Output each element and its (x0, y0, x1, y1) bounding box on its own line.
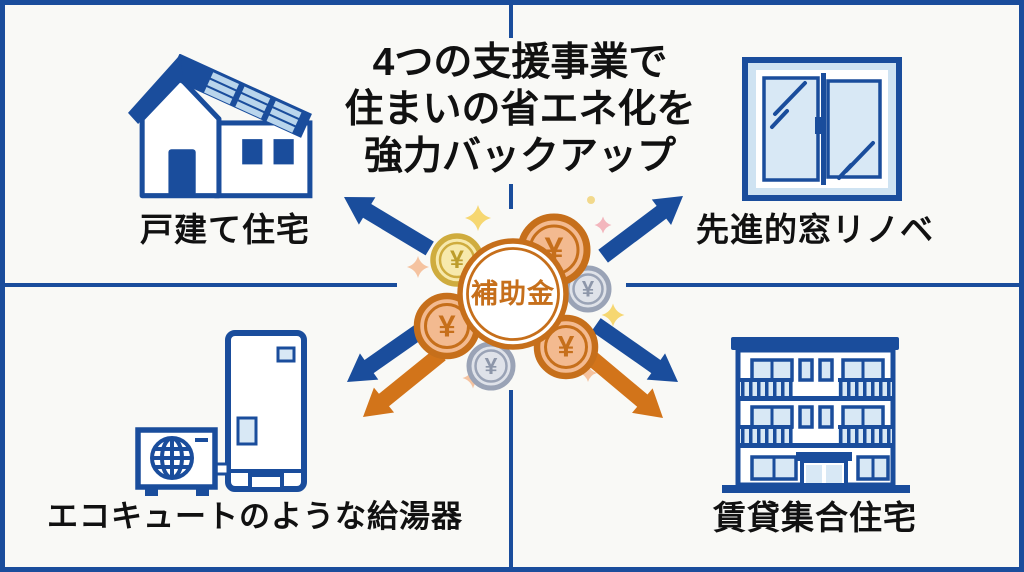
house-door (168, 149, 196, 196)
quadrant-top-right: 先進的窓リノベ (511, 0, 1024, 285)
label-window-renovation: 先進的窓リノベ (696, 211, 934, 248)
subsidy-coin-cluster: ¥ ¥ ¥ ¥ ¥ ¥ (407, 196, 625, 391)
window-handle (815, 117, 821, 134)
svg-text:¥: ¥ (438, 309, 456, 344)
arrow-bottom-left-blue-icon (347, 318, 434, 382)
building-floor-1 (736, 358, 895, 401)
house-with-solar-panels-icon (128, 54, 313, 199)
label-rental-housing: 賃貸集合住宅 (713, 499, 917, 536)
building-floor-2 (736, 405, 895, 448)
building-roof-cap (731, 337, 899, 350)
svg-text:¥: ¥ (582, 277, 595, 302)
quadrant-bottom-right: 賃貸集合住宅 (511, 285, 1024, 572)
arrow-bottom-left-orange-icon (363, 347, 446, 417)
entrance-canopy (796, 452, 852, 461)
arrow-top-left-icon (344, 197, 434, 256)
arrow-bottom-right-blue-icon (591, 318, 678, 382)
quadrant-bottom-left: エコキュートのような給湯器 (0, 285, 511, 572)
quadrant-top-left: 戸建て住宅 (0, 0, 511, 285)
yen-coin-silver-bottom-icon: ¥ (466, 341, 516, 391)
building-ground-floor (750, 452, 890, 487)
svg-text:¥: ¥ (450, 246, 464, 274)
arrow-top-right-icon (598, 196, 683, 263)
solar-roof (168, 54, 312, 138)
sliding-window-icon (742, 57, 902, 201)
apartment-building-icon (722, 337, 910, 493)
main-title: 4つの支援事業で 住まいの省エネ化を 強力バックアップ (320, 40, 720, 180)
svg-text:¥: ¥ (558, 331, 575, 364)
glass-shine-lines (770, 81, 875, 180)
house-window-2 (273, 139, 294, 165)
house-window-1 (242, 139, 263, 165)
title-line-1: 4つの支援事業で (372, 41, 668, 84)
title-line-3: 強力バックアップ (363, 134, 676, 178)
subsidy-badge-label: 補助金 (470, 278, 555, 309)
roof-left-slope (128, 54, 183, 124)
yen-coin-silver-right-icon: ¥ (564, 265, 612, 313)
title-line-2: 住まいの省エネ化を (344, 87, 696, 131)
heat-pump-water-heater-icon (135, 330, 307, 496)
svg-text:¥: ¥ (485, 353, 498, 379)
label-detached-house: 戸建て住宅 (140, 211, 310, 248)
building-base (722, 485, 910, 493)
arrow-bottom-right-orange-icon (581, 347, 663, 418)
subsidy-badge: 補助金 (457, 238, 569, 350)
label-water-heater: エコキュートのような給湯器 (47, 499, 463, 534)
fan-grille (150, 436, 208, 480)
